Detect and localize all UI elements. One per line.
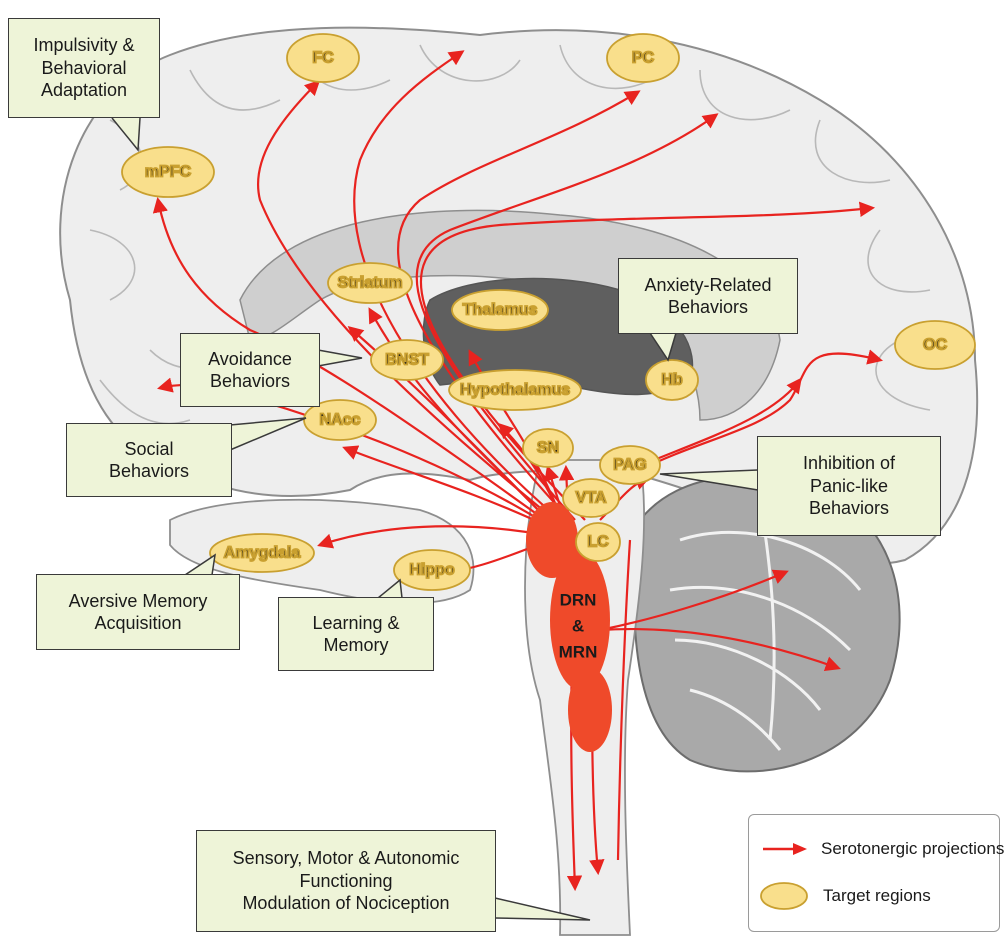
- region-bnst: BNST: [371, 340, 443, 380]
- region-sn-label: SN: [537, 440, 559, 457]
- callout-sensory: Sensory, Motor & Autonomic Functioning M…: [196, 830, 496, 932]
- callout-panic: Inhibition of Panic-like Behaviors: [757, 436, 941, 536]
- callout-sensory-line1: Sensory, Motor & Autonomic: [233, 847, 460, 870]
- callout-avoidance: Avoidance Behaviors: [180, 333, 320, 407]
- callout-panic-line1: Inhibition of: [803, 452, 895, 475]
- callout-aversive: Aversive Memory Acquisition: [36, 574, 240, 650]
- raphe-label-2: &: [572, 617, 584, 636]
- raphe-label-3: MRN: [559, 643, 598, 662]
- callout-avoidance-line1: Avoidance: [208, 348, 292, 371]
- legend-projections-label: Serotonergic projections: [821, 839, 1004, 859]
- callout-social-line2: Behaviors: [109, 460, 189, 483]
- callout-impulsivity: Impulsivity & Behavioral Adaptation: [8, 18, 160, 118]
- region-fc-label: FC: [312, 50, 334, 67]
- region-amygdala: Amygdala: [210, 534, 314, 572]
- legend: Serotonergic projections Target regions: [748, 814, 1000, 932]
- callout-impulsivity-line2: Behavioral: [41, 57, 126, 80]
- legend-targets-label: Target regions: [823, 886, 931, 906]
- callout-avoidance-line2: Behaviors: [210, 370, 290, 393]
- callout-aversive-line1: Aversive Memory: [69, 590, 208, 613]
- callout-sensory-line3: Modulation of Nociception: [242, 892, 449, 915]
- region-pag: PAG: [600, 446, 660, 484]
- region-striatum: Striatum: [328, 263, 412, 303]
- region-sn: SN: [523, 429, 573, 467]
- callout-learning: Learning & Memory: [278, 597, 434, 671]
- callout-learning-line1: Learning &: [312, 612, 399, 635]
- region-mpfc-label: mPFC: [145, 164, 192, 181]
- region-pc-label: PC: [632, 50, 655, 67]
- callout-learning-line2: Memory: [323, 634, 388, 657]
- callout-impulsivity-line1: Impulsivity &: [33, 34, 134, 57]
- arrow-icon: [763, 842, 807, 856]
- legend-row-projections: Serotonergic projections: [763, 839, 1004, 859]
- region-vta: VTA: [563, 479, 619, 517]
- region-vta-label: VTA: [576, 490, 607, 507]
- legend-row-targets: Target regions: [759, 881, 931, 911]
- region-thalamus: Thalamus: [452, 290, 548, 330]
- region-lc: LC: [576, 523, 620, 561]
- raphe-label-1: DRN: [560, 591, 597, 610]
- callout-sensory-line2: Functioning: [299, 870, 392, 893]
- callout-aversive-line2: Acquisition: [94, 612, 181, 635]
- region-thalamus-label: Thalamus: [463, 302, 538, 319]
- region-hb: Hb: [646, 360, 698, 400]
- region-pc: PC: [607, 34, 679, 82]
- callout-anxiety-line2: Behaviors: [668, 296, 748, 319]
- region-amygdala-label: Amygdala: [224, 545, 301, 562]
- callout-anxiety: Anxiety-Related Behaviors: [618, 258, 798, 334]
- region-hypothalamus: Hypothalamus: [449, 370, 581, 410]
- region-pag-label: PAG: [613, 457, 646, 474]
- region-hippo-label: Hippo: [409, 562, 455, 579]
- callout-social: Social Behaviors: [66, 423, 232, 497]
- region-hb-label: Hb: [661, 372, 683, 389]
- callout-panic-line3: Behaviors: [809, 497, 889, 520]
- region-mpfc: mPFC: [122, 147, 214, 197]
- callout-panic-line2: Panic-like: [810, 475, 888, 498]
- region-striatum-label: Striatum: [338, 275, 403, 292]
- region-hippo: Hippo: [394, 550, 470, 590]
- region-bnst-label: BNST: [385, 352, 429, 369]
- region-fc: FC: [287, 34, 359, 82]
- region-nacc-label: NAcc: [320, 412, 361, 429]
- region-hypothalamus-label: Hypothalamus: [460, 382, 570, 399]
- callout-impulsivity-line3: Adaptation: [41, 79, 127, 102]
- ellipse-icon: [759, 881, 809, 911]
- region-oc: OC: [895, 321, 975, 369]
- callout-social-line1: Social: [124, 438, 173, 461]
- region-oc-label: OC: [923, 337, 947, 354]
- region-lc-label: LC: [587, 534, 609, 551]
- callout-anxiety-line1: Anxiety-Related: [644, 274, 771, 297]
